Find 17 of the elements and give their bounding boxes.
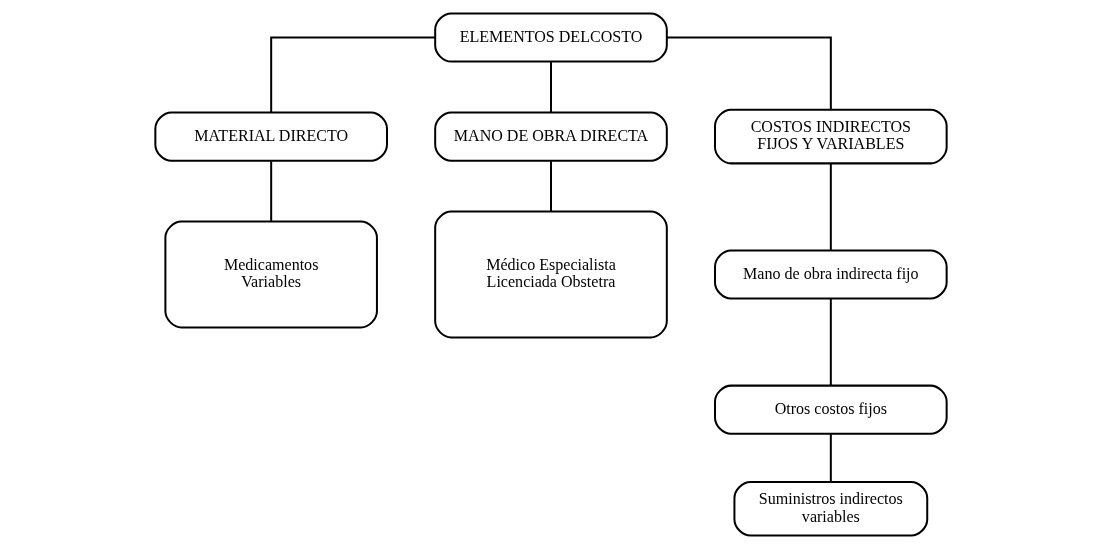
connector — [829, 163, 832, 251]
node-box: MANO DE OBRA DIRECTA — [434, 111, 668, 162]
node-box: Medicamentos Variables — [164, 220, 378, 329]
connector — [270, 36, 436, 113]
node-box: Suministros indirectos variables — [733, 481, 929, 537]
node-box: COSTOS INDIRECTOS FIJOS Y VARIABLES — [714, 108, 948, 165]
node-box: Médico Especialista Licenciada Obstetra — [434, 210, 668, 339]
connector — [550, 161, 552, 211]
connector — [829, 298, 832, 386]
connector — [550, 62, 552, 113]
node-box: ELEMENTOS DELCOSTO — [434, 12, 668, 63]
connector — [666, 36, 832, 110]
connector — [829, 434, 832, 482]
node-box: Mano de obra indirecta fijo — [714, 249, 948, 300]
node-box: MATERIAL DIRECTO — [154, 111, 388, 162]
node-box: Otros costos fijos — [714, 384, 948, 435]
connector — [270, 161, 273, 222]
